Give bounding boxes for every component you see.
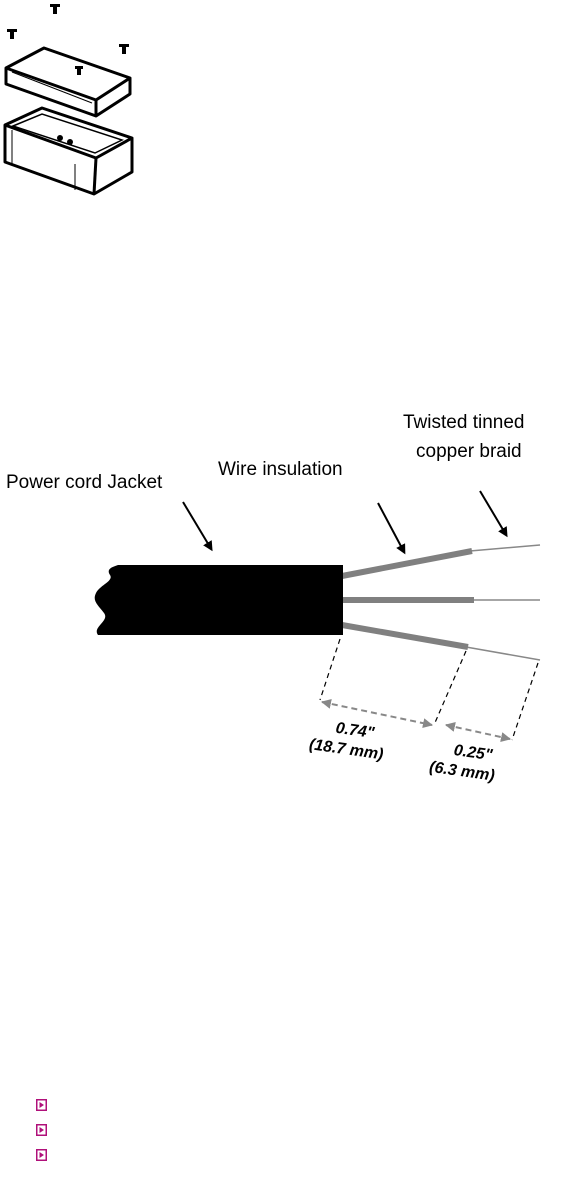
braid-pointer-arrow — [480, 491, 505, 533]
insulation-dim-inches: 0.74" — [335, 720, 376, 742]
insulation-pointer-arrow — [378, 503, 403, 550]
screw-icon — [50, 4, 60, 14]
cord-strip-diagram: Power cord Jacket Wire insulation Twiste… — [0, 395, 561, 795]
power-cord-jacket — [95, 565, 343, 635]
bullet-list — [36, 1097, 47, 1172]
insulated-wire-top — [342, 551, 472, 576]
screw-icon — [119, 44, 129, 54]
braid-bottom — [466, 647, 540, 660]
screw-icon — [7, 29, 17, 39]
braid-label-line2: copper braid — [416, 441, 522, 462]
lid-icon — [6, 48, 130, 116]
dim-guide-jacket-end — [320, 639, 340, 700]
list-item[interactable] — [36, 1147, 47, 1163]
dim-guide-braid-end — [512, 663, 538, 740]
list-item[interactable] — [36, 1122, 47, 1138]
enclosure-illustration — [0, 0, 140, 200]
insulated-wire-bottom — [342, 625, 468, 647]
power-cord-jacket-label: Power cord Jacket — [6, 472, 163, 493]
list-item[interactable] — [36, 1097, 47, 1113]
dim-guide-insulation-end — [434, 651, 466, 725]
play-square-icon — [36, 1099, 47, 1111]
braid-dimension-arrow — [446, 725, 510, 739]
box-base-icon — [5, 108, 132, 194]
braid-dim-inches: 0.25" — [453, 742, 494, 764]
wire-insulation-label: Wire insulation — [218, 459, 343, 480]
play-square-icon — [36, 1149, 47, 1161]
play-square-icon — [36, 1124, 47, 1136]
jacket-pointer-arrow — [183, 502, 210, 547]
braid-label-line1: Twisted tinned — [403, 412, 524, 433]
braid-top — [470, 545, 540, 551]
